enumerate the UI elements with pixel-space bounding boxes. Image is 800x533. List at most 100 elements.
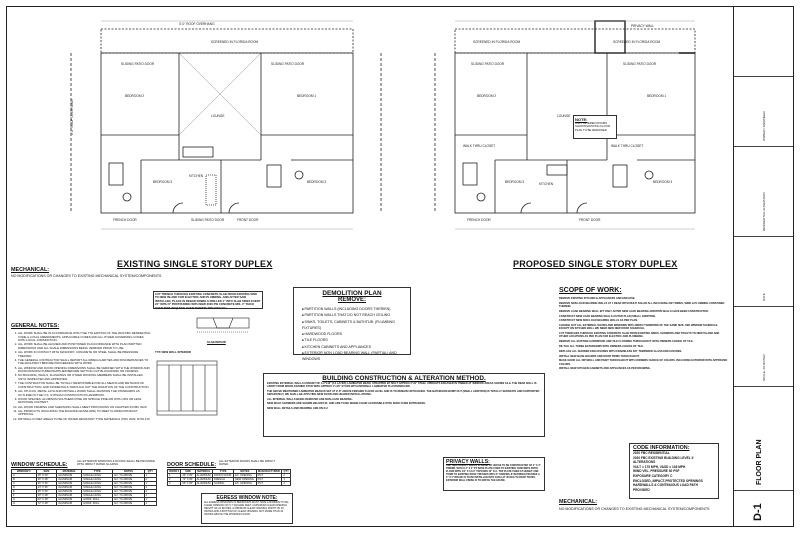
existing-label-12: 3'-0" ROOF OVERHANG (179, 22, 215, 26)
general-note-item: DRYWALL IN WET AREAS TO BE OF WATER RESI… (18, 417, 151, 422)
general-note-item: WOOD SPECIES: ALUMINUM SOUTHERN PINE OR … (18, 397, 151, 405)
alteration-title: BUILDING CONSTRUCTION & ALTERATION METHO… (322, 375, 486, 382)
proposed-label-8: BEDROOM 3 (505, 180, 524, 184)
schedule-cell: 72" X 48" (35, 501, 58, 506)
scope-item: CUT TRENCHES THROUGH EXISTING CONCRETE S… (559, 332, 720, 339)
scope-item: CONSTRUCT NEW NON LOAD BEARING WALLS AS … (559, 319, 638, 323)
plan-note-box: NOTE: ONLY ALTERED ROOMS SHOWN EXISTING … (573, 115, 617, 139)
schedule-cell: H (11, 501, 37, 506)
cut-trench-note: CUT TRENCH THROUGH EXISTING CONCRETE SLA… (153, 291, 263, 309)
tb-scale-cell: SCALE: AS NOTED (734, 307, 793, 387)
privacy-text: THE TWO PRIVACY WALLS AT REAR OF HOUSE T… (446, 464, 541, 482)
existing-label-9: SLIDING PATIO DOOR (191, 218, 225, 222)
general-note-item: NO BUILDING, WALLS, FLASHINGS OR OTHER R… (18, 374, 151, 381)
code-info-title: CODE INFORMATION: (633, 445, 690, 451)
alteration-paragraph: THE ABOVE MENTIONED LAMINATED BEAM IS SE… (267, 389, 540, 396)
existing-label-13: 2'-0" ROOF OVERHANG (70, 99, 74, 135)
egress-note-box: EGRESS WINDOW NOTE: ALL EGRESS WINDOWS I… (201, 493, 293, 524)
existing-label-0: SCREENED IN FLORIDA ROOM (211, 40, 258, 44)
tb-owner-label: OWNER / ENGINEER (762, 111, 766, 141)
code-info-item: 2020 FBC RESIDENTIAL (633, 451, 670, 455)
proposed-floor-plan: SCREENED IN FLORIDA ROOM SCREENED IN FLO… (434, 20, 696, 230)
code-info-item: WIND VEL. PRESSURE 30 PSF (633, 469, 680, 474)
proposed-label-9: BEDROOM 3 (653, 180, 672, 184)
demolition-item: PARTITION WALLS THAT DO NOT REACH CEILIN… (302, 312, 402, 318)
slab-repair-label: SLAB REPAIR (207, 340, 226, 344)
proposed-label-1: SCREENED IN FLORIDA ROOM (613, 40, 660, 44)
existing-label-11: FRENCH DOOR (113, 218, 137, 222)
code-info-item: ENCLOSED, IMPACT-PROTECTED OPENINGS (633, 478, 703, 483)
proposed-label-2: PRIVACY WALL (631, 24, 654, 28)
existing-label-4: BEDROOM 1 (297, 94, 316, 98)
plan-note-text: ONLY ALTERED ROOMS SHOWN EXISTING FLOOR … (575, 121, 610, 132)
code-info-item: 2020 FBC EXISTING BUILDING LEVEL II ALTE… (633, 455, 694, 465)
schedule-cell: 2 (281, 481, 291, 486)
alteration-paragraph: ALL INTERNAL WALLS BEING REMOVED ARE NON… (267, 397, 353, 401)
scope-item: REMOVE ALL EXISTING HARDWOOD AND TILE FL… (559, 340, 694, 344)
title-block: OWNER / ENGINEER RESIDENTIAL ALTERATION … (733, 7, 793, 526)
general-notes-list: ALL WORK SHALL BE IN ACCORDANCE WITH THE… (11, 331, 151, 422)
demolition-title: DEMOLITION PLAN (322, 290, 382, 297)
proposed-label-0: SCREENED IN FLORIDA ROOM (473, 40, 520, 44)
schedule-cell: 3 (166, 481, 182, 486)
schedule-header-cell: DOOR # (166, 469, 182, 474)
demolition-list: PARTITION WALLS (INCLUDING DOORS THERIEN… (294, 303, 410, 366)
schedule-cell: HORIZ. ROLL (81, 501, 114, 506)
proposed-label-6: BEDROOM 1 (647, 94, 666, 98)
scope-item: MAKE GOOD ALL DRYWALL AND PAINT THROUGHO… (559, 359, 728, 366)
scope-item: CONSTRUCT NEW LOAD BEARING WALLS AS PER … (559, 314, 656, 318)
schedule-header-cell: MANUFACTURER (255, 469, 283, 474)
tb-sheet-number: D-1 (752, 503, 764, 521)
schedule-cell: PGT (255, 481, 283, 486)
door-schedule-note: ALL EXTERIOR DOORS SHALL BE IMPACT RATED (219, 459, 276, 467)
proposed-label-11: WALK THRU CLOSET (611, 144, 643, 148)
scope-item: INSTALL NEW KITCHEN CABINETS AND APPLIAN… (559, 367, 651, 371)
tb-owner-cell: OWNER / ENGINEER (734, 77, 793, 147)
schedule-header-cell: MATERIAL (194, 469, 214, 474)
schedule-cell: 36" X 80" (180, 473, 196, 478)
tb-sheet-title-cell: FLOOR PLAN (734, 387, 793, 491)
code-info-item: VULT = 175 MPH, VASD = 136 MPH (633, 464, 686, 469)
schedule-cell: 72" X 80" (180, 477, 196, 482)
egress-title: EGRESS WINDOW NOTE: (216, 495, 278, 501)
tb-scale-label: SCALE: AS NOTED (762, 354, 766, 381)
window-schedule-title: WINDOW SCHEDULE: (11, 462, 68, 468)
code-info-item: HARDWALLS & CONTINUOUS LOAD PATH PROVIDE… (633, 483, 698, 492)
door-schedule-title: DOOR SCHEDULE: (167, 462, 217, 468)
alteration-paragraph: EXISTING EXTERNAL WALLS CONSIST OF A 2"x… (267, 382, 537, 389)
existing-label-2: SLIDING PATIO DOOR (271, 62, 305, 66)
general-note-item: ALL WORK IN CONTACT WITH MASONRY, CONCRE… (18, 350, 151, 358)
tb-project-cell: RESIDENTIAL ALTERATION (734, 147, 793, 237)
demolition-item: EXTERIOR NON LOAD BEARING WALL (PARTIAL)… (302, 350, 402, 363)
general-notes-title: GENERAL NOTES: (11, 323, 60, 329)
demolition-box: DEMOLITION PLAN REMOVE: PARTITION WALLS … (293, 287, 411, 361)
existing-label-3: BEDROOM 2 (125, 94, 144, 98)
alteration-paragraph: NEW WALK SHOWERS ARE SHOWN BELOW FFL AND… (267, 402, 426, 406)
proposed-label-13: FRONT DOOR (579, 218, 601, 222)
existing-label-7: BEDROOM 3 (307, 180, 326, 184)
proposed-plan-title: PROPOSED SINGLE STORY DUPLEX (513, 259, 678, 269)
scope-item: REMOVE NON LOAD BEARING WALLS AT 1 REAR … (559, 301, 725, 308)
schedule-cell: EX. OPENING (233, 481, 257, 486)
proposed-label-10: WALK THRU CLOSET (463, 144, 495, 148)
scope-title: SCOPE OF WORK: (559, 287, 622, 294)
drawing-sheet: SCREENED IN FLORIDA ROOM SLIDING PATIO D… (6, 6, 794, 527)
general-note-item: ALL WORK SHALL BE ALIGNED AND POSITIONED… (18, 343, 151, 350)
general-note-item: ALL STUCCO, METAL LATH AND DRYWALL WORK … (18, 389, 151, 397)
tb-date-cell: DATE (734, 237, 793, 307)
privacy-box: PRIVACY WALLS: THE TWO PRIVACY WALLS AT … (443, 457, 545, 491)
proposed-label-3: SLIDING PATIO DOOR (471, 62, 505, 66)
proposed-label-14: FRENCH DOOR (467, 218, 491, 222)
existing-label-5: LOUNGE (211, 114, 224, 118)
demolition-item: HARDWOOD FLOORS (302, 331, 402, 337)
existing-label-10: FRONT DOOR (237, 218, 259, 222)
slab-repair-detail (196, 317, 250, 333)
scope-item: REMOVE EXISTING KITCHEN & APPLIANCES AND… (559, 297, 635, 300)
tb-date-label: DATE (762, 293, 766, 301)
plan-note-title: NOTE: (575, 117, 588, 122)
demolition-item: SINKS, TOILETS, CABINETS & BATHTUB. (PLU… (302, 319, 402, 332)
scope-item: REPLACE ALL SHOWER ENCLOSURES WITH FRAME… (559, 349, 683, 353)
